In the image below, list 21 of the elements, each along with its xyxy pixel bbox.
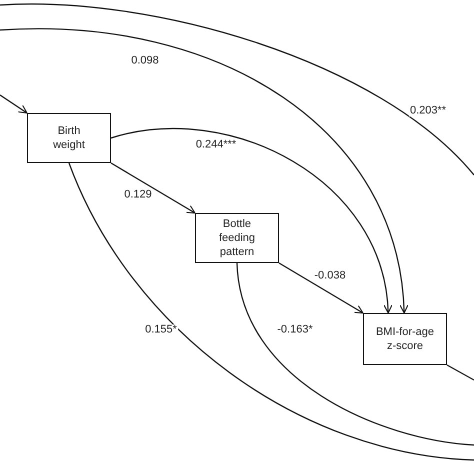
arrow [110, 128, 392, 314]
arrow [0, 28, 408, 314]
variable-box [195, 213, 279, 263]
path-line [236, 262, 474, 446]
edge-label: 0.244*** [194, 140, 238, 150]
edge-label: -0.038 [313, 270, 347, 282]
node-text: Birth weight [52, 124, 86, 152]
node-text: Bottle feeding pattern [218, 217, 256, 259]
arrow [0, 94, 28, 114]
variable-box [27, 113, 111, 163]
variable-box [363, 313, 447, 365]
arrow [110, 162, 196, 214]
path-line [446, 364, 474, 381]
arrow [278, 262, 364, 314]
path-line [68, 162, 474, 461]
edge-label: 0.155* [144, 324, 178, 336]
node-text: BMI-for-age z-score [374, 325, 436, 353]
edge-label: 0.098 [130, 56, 160, 66]
edge-label: -0.163* [276, 324, 314, 336]
coefficient-label: 0.203** [408, 106, 448, 116]
edge-label: 0.129 [123, 190, 153, 200]
